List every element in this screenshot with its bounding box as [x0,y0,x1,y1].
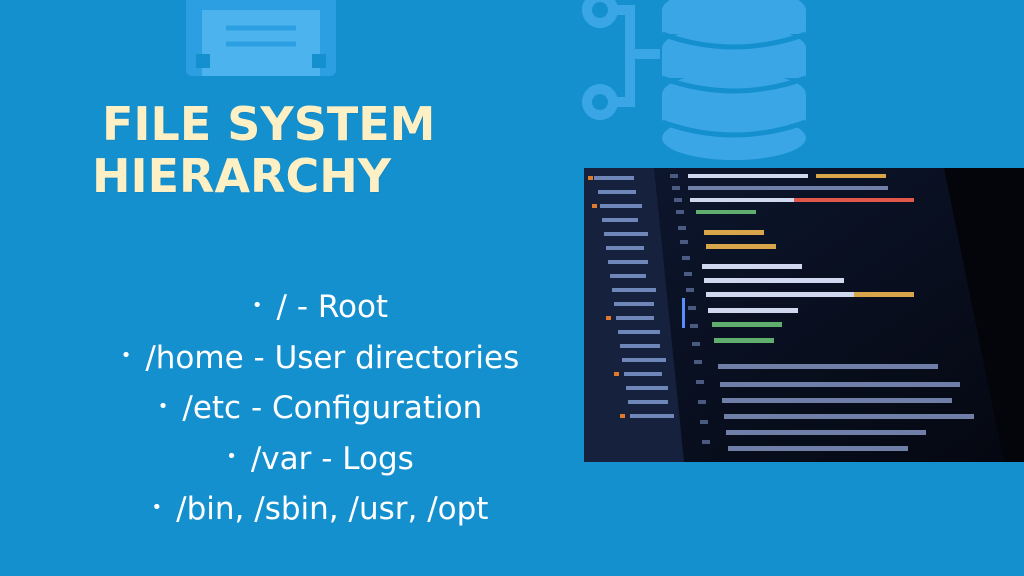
bullet-text: /var - Logs [250,440,414,477]
bullet-list: • / - Root • /home - User directories • /et… [40,282,600,535]
bullet-text: /etc - Configuration [182,390,483,426]
bullet-icon: • [151,496,163,518]
list-item: • /home - User directories [40,333,600,384]
code-editor-photo [584,168,1024,462]
database-icon [582,0,807,160]
floppy-disk-icon [186,0,336,76]
title-line-1: FILE SYSTEM [102,97,436,151]
bullet-icon: • [251,294,263,316]
slide-title: FILE SYSTEM HIERARCHY [92,98,552,203]
bullet-text: /bin, /sbin, /usr, /opt [176,491,489,527]
list-item: • /var - Logs [40,434,600,485]
bullet-icon: • [120,345,132,366]
bullet-icon: • [226,446,237,467]
list-item: • /bin, /sbin, /usr, /opt [40,484,600,535]
bullet-text: /home - User directories [145,339,520,376]
bullet-icon: • [157,395,169,417]
bullet-text: / - Root [276,289,389,325]
list-item: • / - Root [40,282,600,333]
title-line-2: HIERARCHY [92,149,392,204]
list-item: • /etc - Configuration [40,383,600,434]
